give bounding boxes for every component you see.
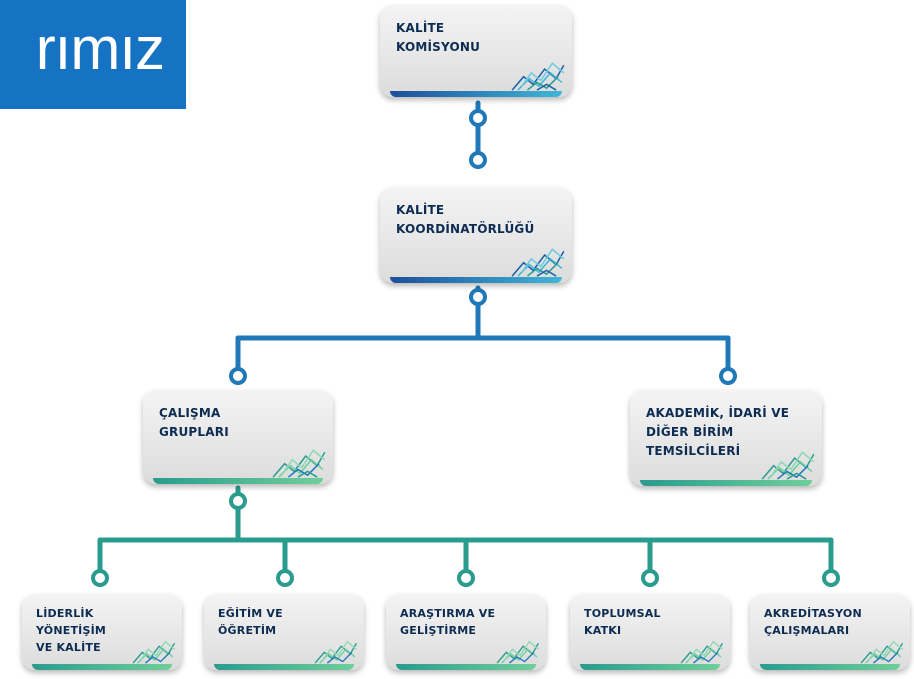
connector-dot [469, 151, 487, 169]
node-arastirma: ARAŞTIRMA VE GELİŞTİRME [386, 594, 546, 670]
connector-dot [719, 367, 737, 385]
connector-dot [229, 367, 247, 385]
connector-dot [229, 492, 247, 510]
wave-pattern-icon [511, 62, 565, 91]
node-liderlik: LİDERLİK YÖNETİŞİM VE KALİTE [22, 594, 182, 670]
node-label: AKREDİTASYON ÇALIŞMALARI [764, 607, 862, 637]
wave-pattern-icon [272, 449, 326, 478]
wave-pattern-icon [132, 640, 176, 664]
node-calisma-gruplari: ÇALIŞMA GRUPLARI [143, 390, 333, 484]
connector-dot [276, 569, 294, 587]
connector-dot [641, 569, 659, 587]
node-label: TOPLUMSAL KATKI [584, 607, 661, 637]
connector-dot [457, 569, 475, 587]
node-label: KALİTE KOORDİNATÖRLÜĞÜ [396, 203, 535, 236]
wave-pattern-icon [496, 640, 540, 664]
node-label: EĞİTİM VE ÖĞRETİM [218, 607, 283, 637]
node-label: LİDERLİK YÖNETİŞİM VE KALİTE [36, 607, 107, 654]
wave-pattern-icon [314, 640, 358, 664]
wave-pattern-icon [511, 248, 565, 277]
node-akreditasyon: AKREDİTASYON ÇALIŞMALARI [750, 594, 910, 670]
connector-dot [469, 109, 487, 127]
header-banner: rımız [0, 0, 186, 109]
header-title: rımız [35, 15, 165, 82]
wave-pattern-icon [860, 640, 904, 664]
node-akademik-idari: AKADEMİK, İDARİ VE DİĞER BİRİM TEMSİLCİL… [630, 390, 822, 486]
node-egitim: EĞİTİM VE ÖĞRETİM [204, 594, 364, 670]
node-label: AKADEMİK, İDARİ VE DİĞER BİRİM TEMSİLCİL… [646, 406, 790, 458]
node-kalite-komisyonu: KALİTE KOMİSYONU [380, 5, 572, 97]
wave-pattern-icon [761, 451, 815, 480]
node-label: ARAŞTIRMA VE GELİŞTİRME [400, 607, 496, 637]
node-toplumsal: TOPLUMSAL KATKI [570, 594, 730, 670]
node-kalite-koordinatorlugu: KALİTE KOORDİNATÖRLÜĞÜ [380, 187, 572, 283]
wave-pattern-icon [680, 640, 724, 664]
connector-dot [91, 569, 109, 587]
node-label: KALİTE KOMİSYONU [396, 21, 481, 54]
connector-dot [469, 288, 487, 306]
connector-dot [822, 569, 840, 587]
node-label: ÇALIŞMA GRUPLARI [159, 406, 229, 439]
